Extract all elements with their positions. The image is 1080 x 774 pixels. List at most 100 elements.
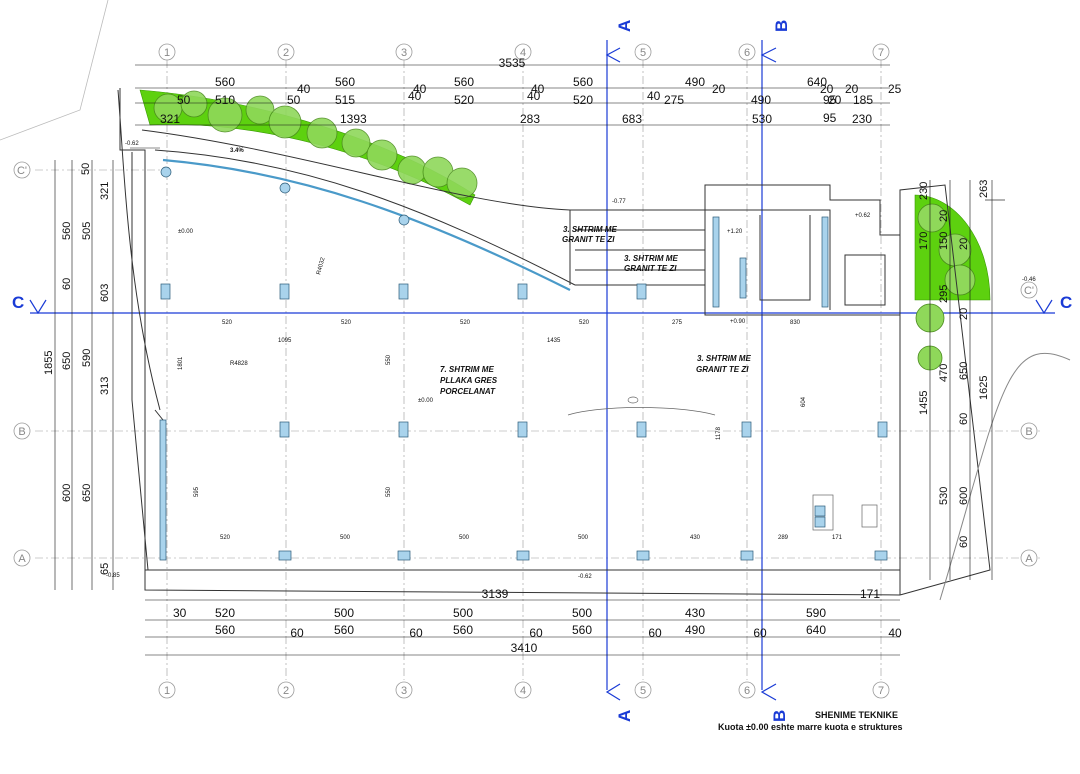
bay-1: 520 [222, 320, 233, 326]
overall-length-top: 3535 [499, 56, 526, 70]
vertical-1: 1801 [178, 356, 184, 370]
lower-bay-3: 500 [459, 535, 470, 541]
span-a: 1095 [278, 338, 292, 344]
level-entry: -0.62 [125, 141, 139, 147]
dim-top-r2-8: 490 [751, 93, 771, 107]
vertical-6: 1178 [716, 426, 722, 440]
left-c4-4: 313 [99, 377, 111, 395]
right-c3-1: 20 [958, 238, 970, 250]
right-c2-1: 150 [938, 232, 950, 250]
vertical-3: 550 [386, 486, 392, 497]
dim-bot-2: 520 [215, 606, 235, 620]
right-c1-1: 230 [918, 182, 930, 200]
section-a-top: A [615, 20, 634, 32]
dim-bot2-5: 560 [453, 623, 473, 637]
grid-label-5-bottom: 5 [640, 685, 646, 697]
bay-6: 830 [790, 320, 801, 326]
right-c3-3: 263 [978, 180, 990, 198]
dim-bot-5: 500 [572, 606, 592, 620]
bay-2: 520 [341, 320, 352, 326]
section-markers: A B A B C C [12, 20, 1072, 722]
dim-bot2-12: 40 [888, 626, 902, 640]
right-c1-4: 470 [938, 364, 950, 382]
level-low: +0.90 [730, 319, 746, 325]
dim-top-r3-2: 1393 [340, 112, 367, 126]
section-c-right: C [1060, 293, 1072, 312]
dim-top-r2-x1: 40 [408, 89, 422, 103]
finish-granite-3: 3. SHTRIM ME [697, 354, 751, 363]
left-c3-1: 505 [81, 222, 93, 240]
dim-top-r3-1: 321 [160, 112, 180, 126]
dim-bot-3: 500 [334, 606, 354, 620]
left-c2-3: 650 [61, 352, 73, 370]
left-c4-5: 65 [99, 563, 111, 575]
finish-granite-2b: GRANIT TE ZI [624, 264, 677, 273]
finish-granite-2: 3. SHTRIM ME [624, 254, 678, 263]
left-c4-3: 603 [99, 284, 111, 302]
grid-label-3: 3 [401, 47, 407, 59]
dim-bot2-10: 60 [753, 626, 767, 640]
level-upper: -0.77 [612, 199, 626, 205]
right-c1-2: 170 [918, 232, 930, 250]
grid-label-c-left: C' [17, 165, 27, 177]
section-b-bottom: B [770, 710, 789, 722]
grid-label-b-left: B [18, 426, 25, 438]
dim-top-r2-x5: 95 [823, 111, 837, 125]
grid-bubbles-side [13, 161, 1038, 567]
right-c2-4: 60 [958, 413, 970, 425]
dim-top-x1: 40 [297, 82, 311, 96]
dim-top-6: 640 [807, 75, 827, 89]
level-ramp: -0.46 [1022, 277, 1036, 283]
grid-label-7-bottom: 7 [878, 685, 884, 697]
dim-top-r2-2: 510 [215, 93, 235, 107]
lower-bay-1: 520 [220, 535, 231, 541]
dim-bot-4: 500 [453, 606, 473, 620]
grid-label-7: 7 [878, 47, 884, 59]
interior-dimensions: 520 520 520 520 275 830 1095 1435 520 50… [178, 320, 843, 541]
bay-4: 520 [579, 320, 590, 326]
level-stair: +1.20 [727, 229, 743, 235]
radius-1: R4828 [230, 361, 248, 367]
dim-top-r2-4: 515 [335, 93, 355, 107]
lower-bay-7: 171 [832, 535, 843, 541]
dim-top-r2-3: 50 [287, 93, 301, 107]
level-step: -0.85 [106, 573, 120, 579]
dim-top-r2-6: 520 [573, 93, 593, 107]
level-main-2: ±0.00 [418, 398, 434, 404]
right-c3-4: 1625 [978, 376, 990, 400]
section-c-left: C [12, 293, 24, 312]
slope-label: 3.4% [230, 148, 244, 154]
finish-porcelain-c: PORCELANAT [440, 387, 496, 396]
dim-top-5: 490 [685, 75, 705, 89]
dim-top-x3: 40 [531, 82, 545, 96]
grid-label-1-bottom: 1 [164, 685, 170, 697]
grid-label-4: 4 [520, 47, 526, 59]
grid-label-b-right: B [1025, 426, 1032, 438]
overall-length-bottom-b: 3410 [511, 641, 538, 655]
dim-top-x7: 25 [888, 82, 902, 96]
dim-top-r2-5: 520 [454, 93, 474, 107]
dim-top-x2: 40 [413, 82, 427, 96]
dim-bot2-7: 560 [572, 623, 592, 637]
right-c1-5: 1455 [918, 391, 930, 415]
top-dimensions: 3535 560 560 560 560 490 640 40 40 40 20… [160, 56, 902, 126]
finish-porcelain: 7. SHTRIM ME [440, 365, 494, 374]
grid-bubbles-top [158, 43, 890, 61]
overall-length-bottom-a: 3139 [482, 587, 509, 601]
lower-bay-6: 289 [778, 535, 789, 541]
dim-bot-7: 590 [806, 606, 826, 620]
bay-3: 520 [460, 320, 471, 326]
dim-top-r2-1: 50 [177, 93, 191, 107]
right-c1-3: 295 [938, 285, 950, 303]
right-c2-7: 60 [958, 536, 970, 548]
dim-top-r3-5: 530 [752, 112, 772, 126]
left-c4-1: 50 [80, 163, 92, 175]
dim-bot2-8: 60 [648, 626, 662, 640]
dim-bot-1: 30 [173, 606, 187, 620]
level-bottom: -0.62 [578, 574, 592, 580]
left-overall: 1855 [43, 351, 55, 375]
grid-label-1: 1 [164, 47, 170, 59]
dim-top-x4: 20 [712, 82, 726, 96]
dim-top-r2-x4: 95 [823, 93, 837, 107]
left-c3-3: 650 [81, 484, 93, 502]
